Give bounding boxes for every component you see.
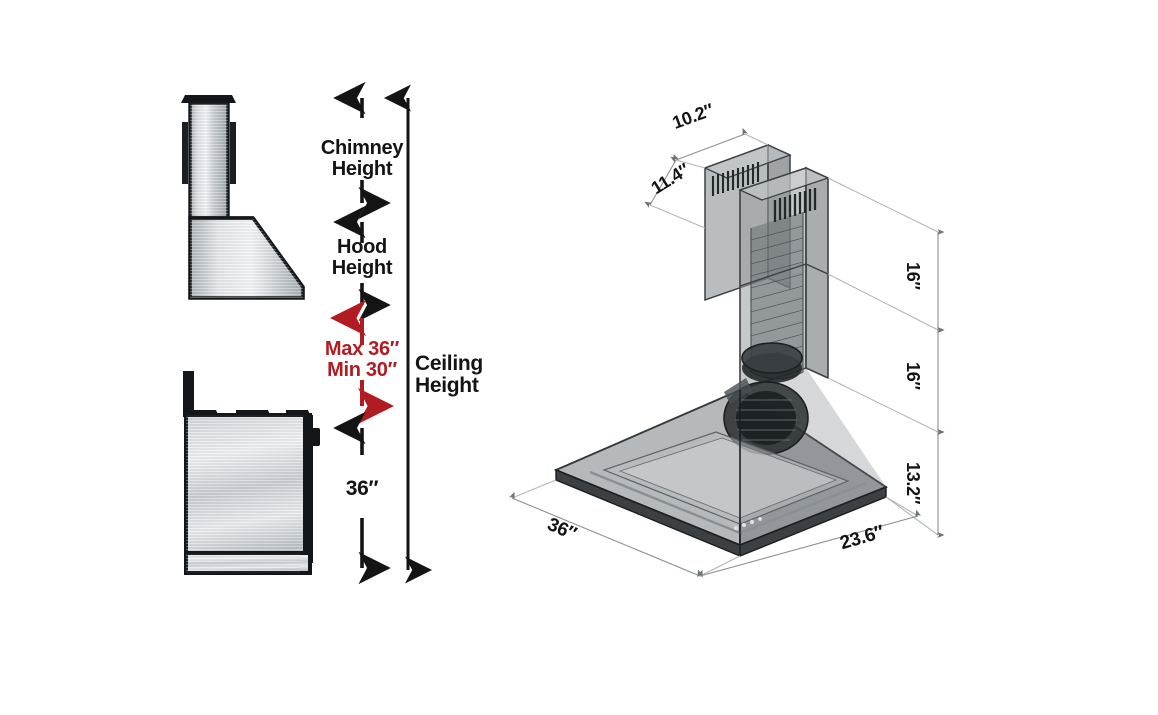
label-cooktop-height: 36″ xyxy=(345,477,379,500)
dimension-lines-3d xyxy=(509,127,945,578)
wall-mount-hood-side-profile xyxy=(181,95,305,300)
label-chimney-height: Chimney Height xyxy=(320,137,404,181)
label-lower-chimney-section: 16″ xyxy=(903,362,923,390)
island-wall-chimney-hood-xray-3d xyxy=(553,143,888,557)
label-ceiling-height: Ceiling Height xyxy=(415,352,483,398)
label-upper-chimney-section: 16″ xyxy=(903,262,923,290)
label-hood-height: Hood Height xyxy=(331,236,393,280)
range-side-profile xyxy=(183,371,320,575)
label-hood-to-cooktop-clearance: Max 36″ Min 30″ xyxy=(324,338,400,382)
label-canopy-height: 13.2″ xyxy=(903,462,923,505)
